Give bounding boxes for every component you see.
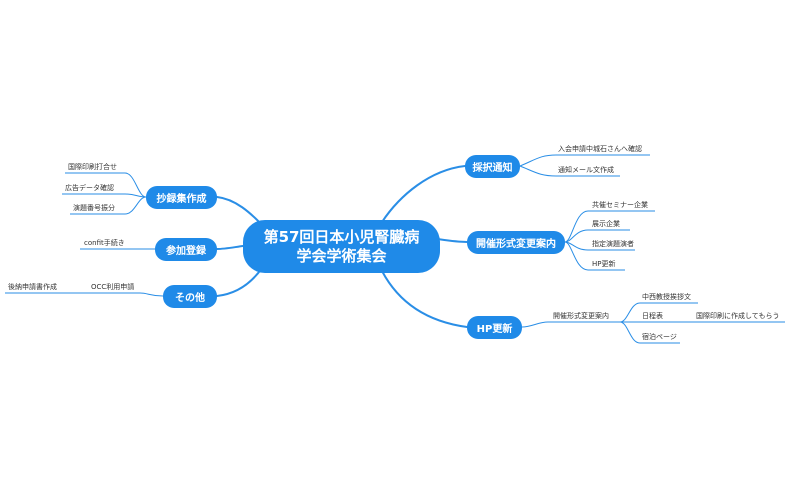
edge-kaisai-2: [564, 229, 630, 243]
leaf-shorokushu-3[interactable]: 演題番号振分: [73, 204, 115, 212]
edge-shorokushu-1: [65, 172, 147, 198]
node-kaisai-label: 開催形式変更案内: [476, 239, 556, 250]
node-hp[interactable]: HP更新: [467, 316, 522, 339]
edge-kaisai-1: [564, 210, 655, 243]
edge-hp-child: [521, 321, 620, 328]
leaf-hp-child[interactable]: 開催形式変更案内: [553, 312, 609, 320]
edge-sonota-1: [80, 292, 164, 297]
node-hp-label: HP更新: [476, 324, 513, 335]
edge-kaisai-4: [564, 241, 625, 271]
edge-root-sonota: [216, 267, 263, 297]
leaf-sonota-child[interactable]: OCC利用申請: [91, 283, 135, 291]
leaf-nittei-note[interactable]: 国際印刷に作成してもらう: [696, 312, 780, 320]
node-saitaku-label: 採択通知: [472, 163, 513, 174]
leaf-kaisai-1[interactable]: 共催セミナー企業: [592, 201, 648, 209]
edge-root-saitaku: [381, 165, 466, 223]
leaf-kaisai-3[interactable]: 指定演題演者: [592, 240, 634, 248]
edge-shorokushu-2: [62, 193, 147, 198]
node-sonota-label: その他: [175, 293, 205, 304]
edge-hp-gc-3: [619, 321, 680, 344]
root-title-line1: 第57回日本小児腎臓病: [263, 227, 420, 246]
edge-root-sanka: [216, 245, 244, 250]
edge-root-hp: [381, 270, 468, 328]
leaf-sanka-1[interactable]: confit手続き: [84, 239, 125, 247]
node-sanka[interactable]: 参加登録: [155, 238, 217, 261]
leaf-kaisai-4[interactable]: HP更新: [592, 260, 616, 268]
node-shorokushu-label: 抄録集作成: [156, 194, 207, 205]
node-shorokushu[interactable]: 抄録集作成: [146, 186, 217, 209]
edge-hp-gc-1: [619, 302, 698, 323]
edge-saitaku-1: [519, 154, 650, 167]
leaf-sonota-grandchild[interactable]: 後納申請書作成: [8, 283, 57, 291]
leaf-shorokushu-1[interactable]: 国際印刷打合せ: [68, 163, 117, 171]
leaf-shorokushu-2[interactable]: 広告データ確認: [65, 184, 114, 192]
leaf-saitaku-2[interactable]: 通知メール文作成: [558, 166, 614, 174]
leaf-hp-gc-3[interactable]: 宿泊ページ: [642, 333, 677, 341]
root-title-line2: 学会学術集会: [296, 246, 387, 265]
edge-saitaku-2: [519, 165, 620, 177]
node-sonota[interactable]: その他: [163, 285, 217, 308]
leaf-hp-gc-2[interactable]: 日程表: [642, 312, 663, 320]
edge-shorokushu-3: [70, 196, 147, 215]
leaf-saitaku-1[interactable]: 入会申請中城石さんへ確認: [558, 145, 642, 153]
node-kaisai[interactable]: 開催形式変更案内: [467, 231, 565, 254]
node-sanka-label: 参加登録: [166, 246, 206, 257]
node-saitaku[interactable]: 採択通知: [465, 155, 520, 178]
root-node[interactable]: 第57回日本小児腎臓病 学会学術集会: [243, 220, 440, 273]
leaf-hp-gc-1[interactable]: 中西教授挨拶文: [642, 293, 691, 301]
leaf-kaisai-2[interactable]: 展示企業: [592, 220, 620, 228]
